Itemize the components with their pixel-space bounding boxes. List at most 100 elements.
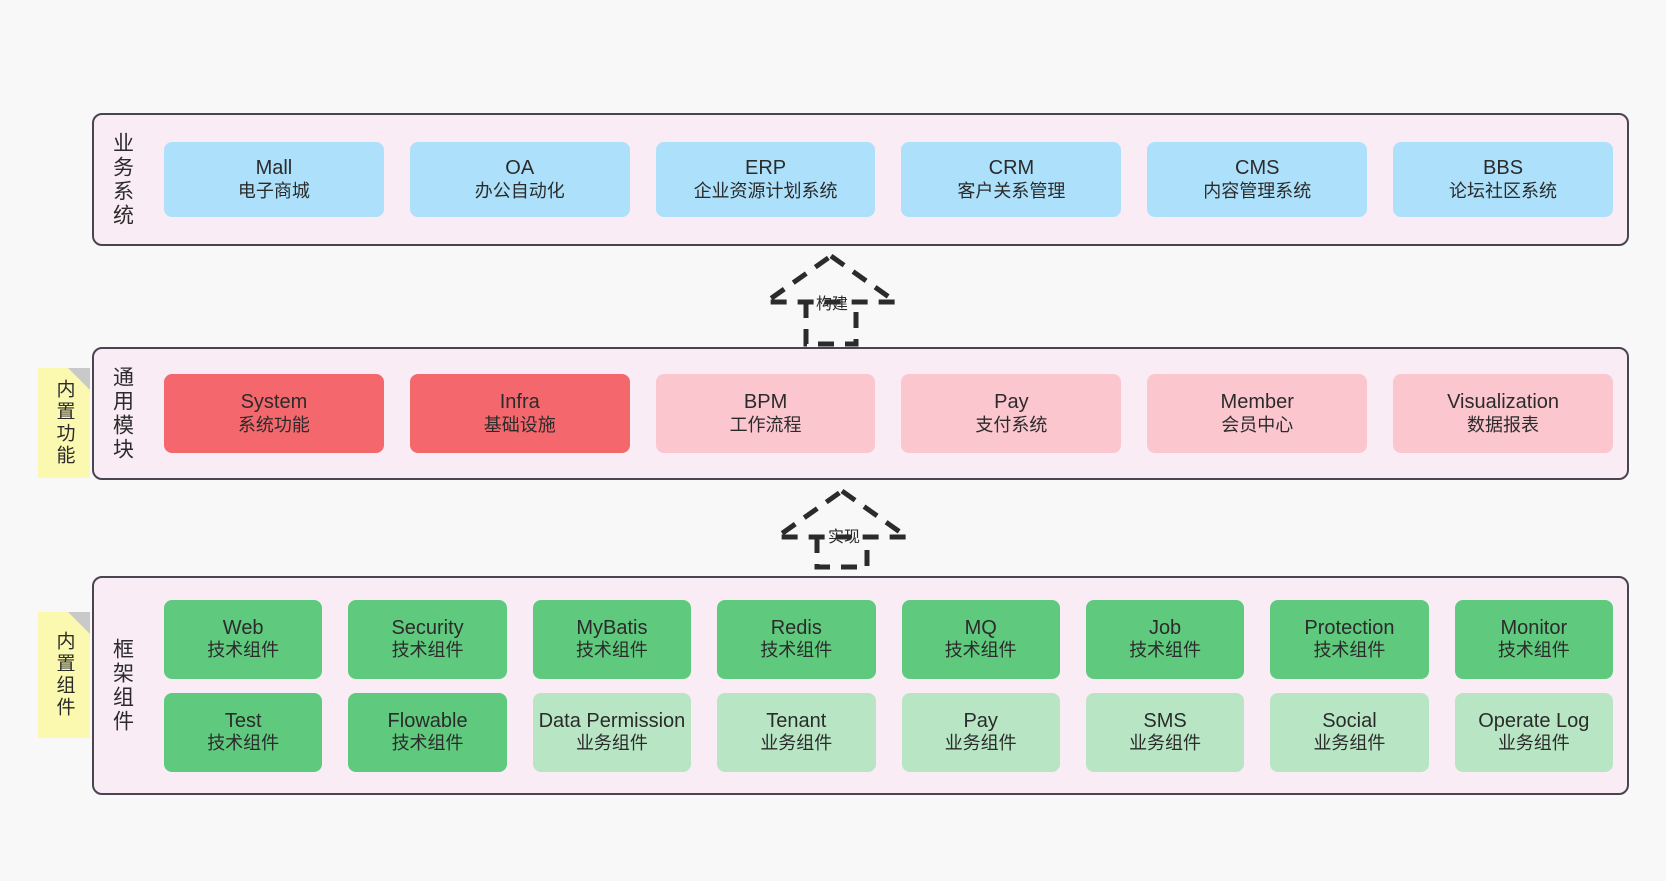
node-title: Data Permission (538, 709, 686, 732)
arrow-implement-label: 实现 (828, 529, 861, 546)
node-subtitle: 技术组件 (760, 640, 833, 661)
node-title: Tenant (766, 709, 827, 732)
node-subtitle: 技术组件 (207, 733, 280, 754)
node-subtitle: 技术组件 (207, 640, 280, 661)
node-subtitle: 会员中心 (1221, 414, 1294, 435)
node-subtitle: 技术组件 (944, 640, 1017, 661)
node-cms[interactable]: CMS 内容管理系统 (1147, 142, 1368, 217)
node-title: SMS (1143, 709, 1187, 732)
node-title: Pay (963, 709, 998, 732)
node-title: Member (1220, 391, 1294, 414)
generalization-arrow-icon (758, 252, 904, 347)
node-redis[interactable]: Redis 技术组件 (717, 599, 876, 679)
node-subtitle: 业务组件 (944, 733, 1017, 754)
node-subtitle: 数据报表 (1467, 414, 1540, 435)
node-title: OA (505, 157, 535, 180)
node-title: Job (1148, 616, 1182, 639)
node-subtitle: 客户关系管理 (957, 180, 1066, 201)
node-subtitle: 技术组件 (391, 733, 464, 754)
node-web[interactable]: Web 技术组件 (164, 599, 323, 679)
cell-row: Web 技术组件 Security 技术组件 MyBatis 技术组件 Redi… (164, 599, 1613, 679)
node-title: Mall (255, 157, 293, 180)
node-subtitle: 技术组件 (575, 640, 648, 661)
node-tenant[interactable]: Tenant 业务组件 (717, 692, 876, 772)
node-test[interactable]: Test 技术组件 (164, 692, 323, 772)
node-subtitle: 技术组件 (1313, 640, 1386, 661)
node-title: Flowable (387, 709, 468, 732)
node-subtitle: 业务组件 (1313, 733, 1386, 754)
node-title: Operate Log (1478, 709, 1590, 732)
layer-common-modules: 通用模块 System 系统功能 Infra 基础设施 BPM 工作流程 Pay… (92, 347, 1629, 480)
node-subtitle: 技术组件 (391, 640, 464, 661)
node-title: BBS (1483, 157, 1524, 180)
node-security[interactable]: Security 技术组件 (348, 599, 507, 679)
node-oa[interactable]: OA 办公自动化 (409, 142, 630, 217)
node-visualization[interactable]: Visualization 数据报表 (1393, 374, 1613, 453)
node-system[interactable]: System 系统功能 (164, 374, 384, 453)
node-subtitle: 内容管理系统 (1203, 180, 1312, 201)
cell-row: Test 技术组件 Flowable 技术组件 Data Permission … (164, 692, 1613, 772)
layer-label-business: 业务系统 (110, 131, 134, 228)
node-monitor[interactable]: Monitor 技术组件 (1454, 599, 1613, 679)
node-mall[interactable]: Mall 电子商城 (164, 142, 384, 217)
node-subtitle: 系统功能 (237, 414, 310, 435)
node-title: Infra (499, 391, 540, 414)
node-social[interactable]: Social 业务组件 (1270, 692, 1429, 772)
node-subtitle: 业务组件 (760, 733, 833, 754)
node-pay-module[interactable]: Pay 支付系统 (901, 374, 1122, 453)
sticky-note-builtin-component[interactable]: 内置组件 (38, 612, 90, 738)
node-title: Web (222, 616, 264, 639)
node-title: Pay (994, 391, 1029, 414)
node-title: Monitor (1500, 616, 1568, 639)
node-title: Redis (770, 616, 822, 639)
node-mybatis[interactable]: MyBatis 技术组件 (532, 599, 692, 679)
node-subtitle: 业务组件 (1497, 733, 1570, 754)
node-erp[interactable]: ERP 企业资源计划系统 (655, 142, 876, 217)
node-operate-log[interactable]: Operate Log 业务组件 (1454, 692, 1613, 772)
folded-corner-icon (68, 612, 90, 634)
layer-framework-components: 框架组件 Web 技术组件 Security 技术组件 MyBatis 技术组件… (92, 576, 1629, 795)
node-crm[interactable]: CRM 客户关系管理 (901, 142, 1122, 217)
node-subtitle: 技术组件 (1497, 640, 1570, 661)
node-subtitle: 基础设施 (483, 414, 556, 435)
sticky-note-label: 内置功能 (53, 379, 75, 467)
node-subtitle: 支付系统 (975, 414, 1048, 435)
node-infra[interactable]: Infra 基础设施 (409, 374, 630, 453)
node-title: MQ (964, 616, 997, 639)
arrow-build: 构建 (756, 252, 906, 348)
node-mq[interactable]: MQ 技术组件 (901, 599, 1060, 679)
node-title: Social (1322, 709, 1377, 732)
node-flowable[interactable]: Flowable 技术组件 (348, 692, 507, 772)
node-title: BPM (743, 391, 788, 414)
cell-row: Mall 电子商城 OA 办公自动化 ERP 企业资源计划系统 CRM 客户关系… (164, 142, 1613, 217)
node-subtitle: 办公自动化 (474, 180, 565, 201)
node-data-permission[interactable]: Data Permission 业务组件 (532, 692, 692, 772)
node-title: MyBatis (576, 616, 648, 639)
node-subtitle: 企业资源计划系统 (693, 180, 838, 201)
node-sms[interactable]: SMS 业务组件 (1085, 692, 1245, 772)
node-subtitle: 业务组件 (575, 733, 648, 754)
node-title: Test (224, 709, 262, 732)
node-member[interactable]: Member 会员中心 (1147, 374, 1368, 453)
node-protection[interactable]: Protection 技术组件 (1270, 599, 1429, 679)
layer-business-systems: 业务系统 Mall 电子商城 OA 办公自动化 ERP 企业资源计划系统 CRM… (92, 113, 1629, 246)
generalization-arrow-icon (769, 487, 915, 570)
node-bbs[interactable]: BBS 论坛社区系统 (1393, 142, 1613, 217)
node-bpm[interactable]: BPM 工作流程 (655, 374, 876, 453)
layer-body-common: System 系统功能 Infra 基础设施 BPM 工作流程 Pay 支付系统… (150, 349, 1627, 478)
arrow-build-label: 构建 (816, 296, 849, 313)
node-title: Protection (1304, 616, 1395, 639)
node-subtitle: 工作流程 (729, 414, 802, 435)
layer-body-framework: Web 技术组件 Security 技术组件 MyBatis 技术组件 Redi… (150, 578, 1627, 793)
node-subtitle: 论坛社区系统 (1449, 180, 1558, 201)
sticky-note-builtin-function[interactable]: 内置功能 (38, 368, 90, 478)
node-title: Visualization (1447, 391, 1560, 414)
node-subtitle: 业务组件 (1129, 733, 1202, 754)
node-job[interactable]: Job 技术组件 (1085, 599, 1245, 679)
layer-label-common: 通用模块 (110, 365, 134, 462)
arrow-implement: 实现 (769, 487, 920, 571)
node-pay-component[interactable]: Pay 业务组件 (901, 692, 1060, 772)
node-title: ERP (745, 157, 787, 180)
node-title: System (240, 391, 308, 414)
